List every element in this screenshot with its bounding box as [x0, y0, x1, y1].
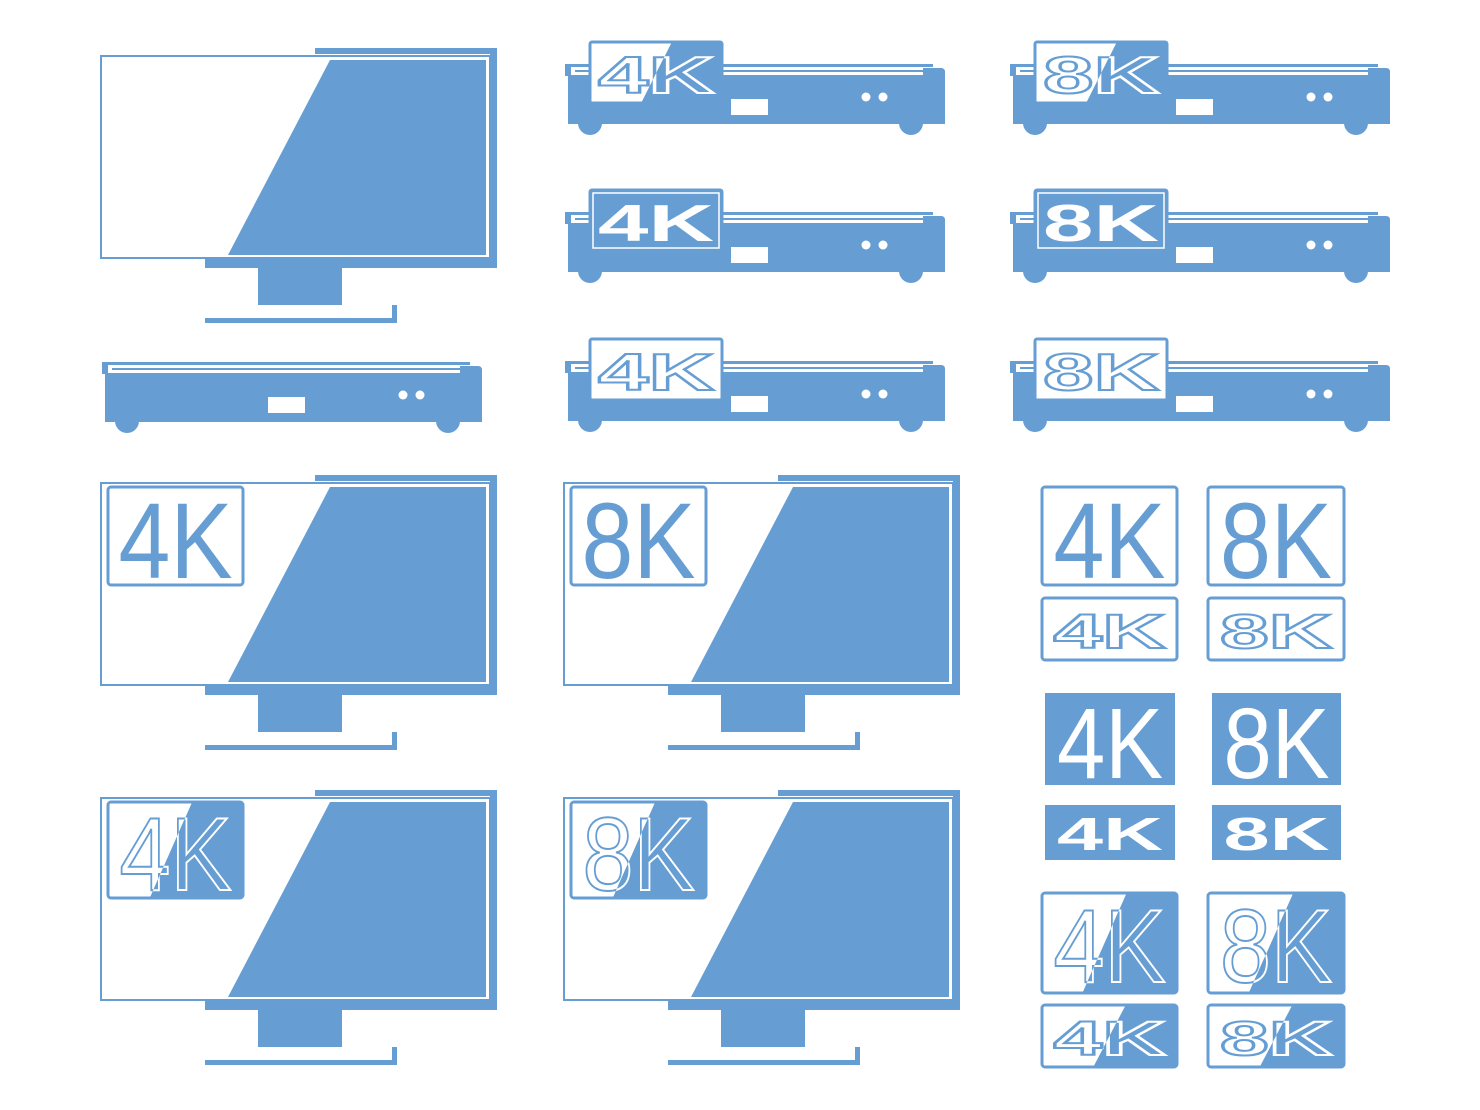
tv-resolution-badge: 4K 4K [106, 796, 245, 914]
4k-badge-icon: 4K [1040, 596, 1179, 662]
4k-badge-icon: 4K [1045, 805, 1175, 860]
badge-frame [1206, 596, 1346, 662]
tv-resolution-badge: 4K [106, 480, 245, 601]
tv-resolution-badge: 8K [569, 480, 708, 601]
4k-badge-icon: 4K 4K [1040, 888, 1179, 1006]
badge-label: 4K [598, 344, 715, 402]
tv-8k-icon: 8K [563, 474, 961, 751]
8k-badge-icon: 8K 8K [1206, 1003, 1346, 1069]
badge-label: 8K [1220, 480, 1332, 601]
8k-badge-icon: 8K [1206, 480, 1346, 601]
badge-frame [1040, 485, 1179, 587]
set-top-box-4k-icon: 4K [565, 337, 945, 432]
badge-label: 8K [1043, 195, 1160, 253]
badge-inset-line [1037, 192, 1165, 249]
tv-8k-icon: 8K 8K [563, 789, 961, 1066]
tv-4k-icon: 4K 4K [100, 789, 498, 1066]
set-top-box-8k-icon: 8K [1010, 337, 1390, 432]
set-top-box-8k-icon: 8K [1010, 188, 1390, 283]
set-top-box-4k-icon: 4K 4K [565, 40, 945, 135]
badge-label: 8K [582, 480, 696, 601]
stb-resolution-badge: 4K [588, 337, 724, 403]
badge-label: 4K [1057, 808, 1163, 860]
8k-badge-icon: 8K [1206, 596, 1346, 662]
badge-frame [1033, 188, 1169, 253]
4k-badge-icon: 4K [1040, 480, 1179, 601]
badge-label: 4K [598, 195, 715, 253]
stb-resolution-badge: 8K [1033, 188, 1169, 253]
stb-resolution-badge: 8K 8K [1033, 40, 1169, 106]
tv-4k-icon: 4K [100, 474, 498, 751]
badge-label: 4K [1054, 606, 1167, 659]
badge-frame [1206, 485, 1346, 587]
badge-frame [1033, 337, 1169, 402]
4k-badge-icon: 4K [1045, 688, 1175, 800]
set-top-box-8k-icon: 8K 8K [1010, 40, 1390, 135]
tv-icon [100, 47, 498, 324]
set-top-box-4k-icon: 4K [565, 188, 945, 283]
4k-badge-icon: 4K 4K [1040, 1003, 1179, 1069]
badge-inset-line [592, 192, 720, 249]
badge-label: 4K [1054, 480, 1166, 601]
badge-label: 8K [1224, 688, 1330, 800]
badge-label: 8K [1043, 344, 1160, 402]
8k-badge-icon: 8K [1212, 688, 1341, 800]
8k-badge-icon: 8K [1212, 805, 1341, 860]
badge-frame [588, 337, 724, 402]
stb-resolution-badge: 8K [1033, 337, 1169, 403]
stb-resolution-badge: 4K [588, 188, 724, 253]
badge-frame [1040, 596, 1179, 662]
tv-resolution-badge: 8K 8K [569, 796, 708, 914]
badge-fill [1045, 805, 1175, 860]
badge-fill [1045, 693, 1175, 785]
badge-label: 8K [1224, 808, 1330, 860]
badge-frame [569, 485, 708, 587]
stb-resolution-badge: 4K 4K [588, 40, 724, 106]
badge-frame [106, 485, 245, 587]
badge-label: 8K [1220, 606, 1333, 659]
badge-fill [1212, 805, 1341, 860]
badge-label: 4K [119, 480, 233, 601]
8k-badge-icon: 8K 8K [1206, 888, 1346, 1006]
set-top-box-icon [102, 362, 482, 433]
badge-label: 4K [1057, 688, 1163, 800]
badge-frame [588, 188, 724, 253]
badge-fill [1212, 693, 1341, 785]
